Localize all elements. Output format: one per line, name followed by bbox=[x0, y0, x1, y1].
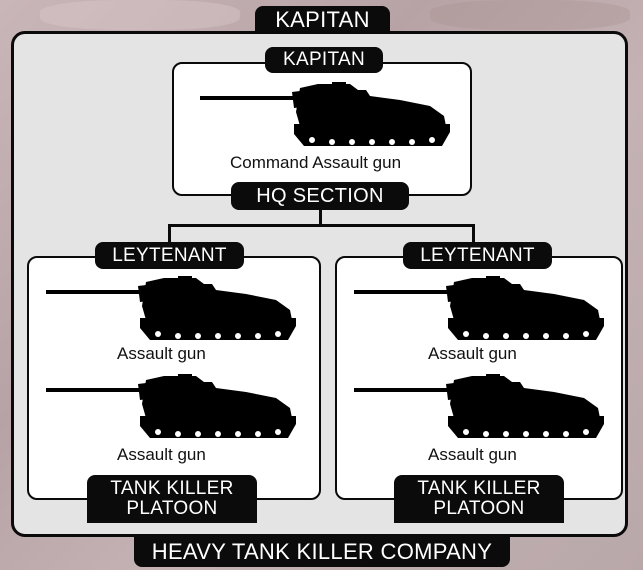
platoon-name-line2: PLATOON bbox=[126, 498, 218, 519]
hq-rank-label: KAPITAN bbox=[265, 47, 383, 73]
platoon-name-line1: TANK KILLER bbox=[110, 478, 234, 500]
platoon-name-label: TANK KILLER PLATOON bbox=[394, 475, 564, 523]
hq-section-label: HQ SECTION bbox=[231, 182, 409, 210]
vehicle-caption: Assault gun bbox=[117, 445, 206, 464]
platoon-name-line1: TANK KILLER bbox=[417, 478, 541, 500]
vehicle-caption: Assault gun bbox=[428, 344, 517, 363]
platoon-rank-label: LEYTENANT bbox=[95, 242, 244, 269]
assault-gun-icon bbox=[354, 374, 604, 438]
assault-gun-icon bbox=[354, 276, 604, 340]
background-texture bbox=[430, 0, 630, 30]
platoon-name-line2: PLATOON bbox=[433, 498, 525, 519]
assault-gun-icon bbox=[46, 276, 296, 340]
connector-horizontal bbox=[168, 224, 474, 227]
company-name-label: HEAVY TANK KILLER COMPANY bbox=[134, 537, 510, 567]
platoon-rank-label: LEYTENANT bbox=[403, 242, 552, 269]
connector-vertical bbox=[319, 210, 322, 226]
connector-left bbox=[168, 224, 171, 244]
hq-vehicle-caption: Command Assault gun bbox=[230, 153, 402, 172]
command-assault-gun-icon bbox=[200, 82, 450, 146]
company-commander-label: KAPITAN bbox=[255, 6, 390, 34]
vehicle-caption: Assault gun bbox=[117, 344, 206, 363]
background-texture bbox=[40, 0, 240, 30]
vehicle-caption: Assault gun bbox=[428, 445, 517, 464]
assault-gun-icon bbox=[46, 374, 296, 438]
platoon-name-label: TANK KILLER PLATOON bbox=[87, 475, 257, 523]
connector-right bbox=[472, 224, 475, 244]
